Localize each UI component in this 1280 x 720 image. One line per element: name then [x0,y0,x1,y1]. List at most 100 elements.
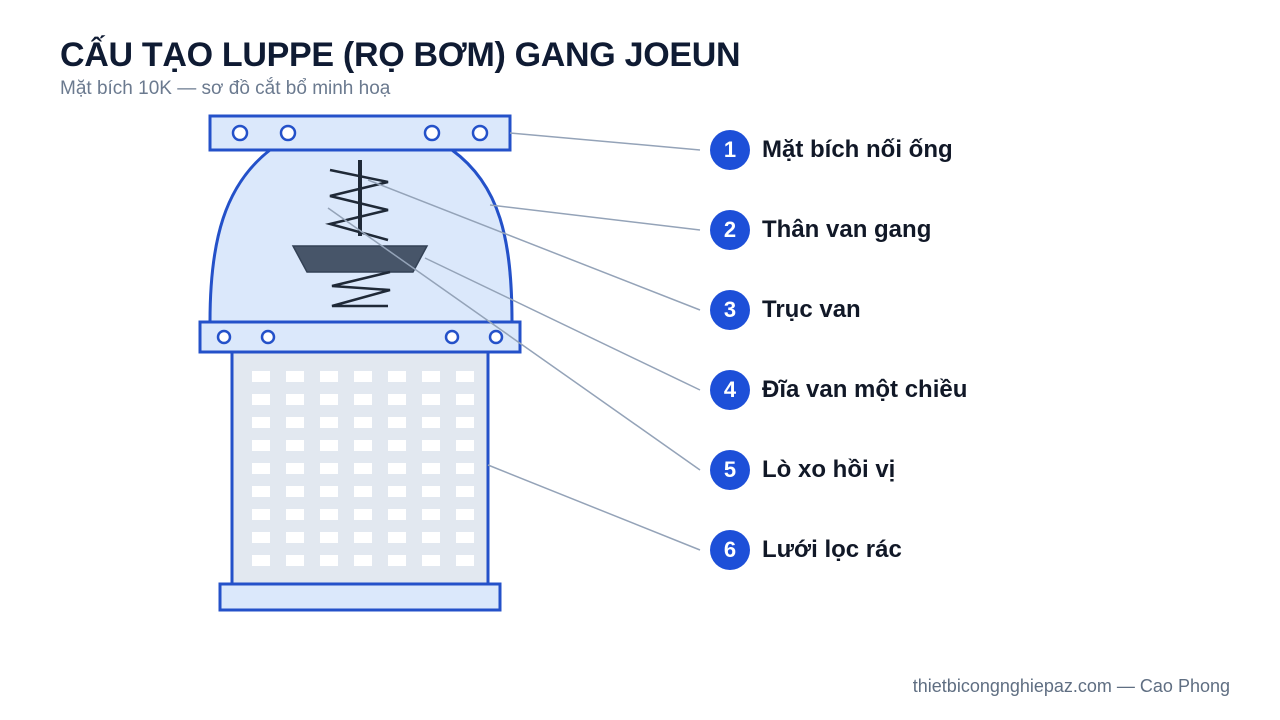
legend-label: Lò xo hồi vị [762,456,896,483]
top-flange [208,114,512,152]
bolt-hole [260,329,276,345]
legend-label: Lưới lọc rác [762,536,902,563]
screen-hole [320,440,338,451]
legend-label: Trục van [762,296,861,323]
number-badge: 4 [710,370,750,410]
bolt-hole [471,124,489,142]
screen-hole [422,440,440,451]
legend-item-3: 3 Trục van [710,290,861,330]
screen-hole [320,417,338,428]
screen-hole [320,509,338,520]
screen-hole [456,486,474,497]
legend-item-2: 2 Thân van gang [710,210,931,250]
screen-hole [320,394,338,405]
screen-hole [388,394,406,405]
screen-hole [422,463,440,474]
screen-hole [422,371,440,382]
screen-hole [354,463,372,474]
screen-hole [252,509,270,520]
screen-hole [320,486,338,497]
screen-hole [354,509,372,520]
legend-label: Mặt bích nối ống [762,136,953,163]
screen-hole [252,532,270,543]
screen-hole [286,394,304,405]
screen-hole [286,555,304,566]
screen-hole [422,555,440,566]
page-title: CẤU TẠO LUPPE (RỌ BƠM) GANG JOEUN [60,36,741,74]
screen-hole [354,371,372,382]
screen-hole [252,486,270,497]
screen-hole [456,417,474,428]
leader-lines [327,132,701,551]
number-badge: 5 [710,450,750,490]
screen-hole [422,509,440,520]
valve-disc [291,245,429,273]
middle-flange-bolt-holes [216,329,504,345]
middle-flange [198,320,522,354]
screen-hole [422,486,440,497]
screen-hole [286,486,304,497]
leader-line-4 [424,257,701,391]
lower-spring [331,270,391,308]
screen-hole [354,394,372,405]
legend-label: Thân van gang [762,216,932,243]
legend-item-1: 1 Mặt bích nối ống [710,130,953,170]
screen-hole [388,440,406,451]
screen-hole [388,371,406,382]
leader-line-5 [327,207,701,471]
screen-holes [252,371,474,566]
screen-hole [388,417,406,428]
screen-hole [456,509,474,520]
screen-hole [354,440,372,451]
screen-hole [286,532,304,543]
legend-label: Đĩa van một chiều [762,376,968,403]
screen-hole [252,417,270,428]
screen-hole [354,532,372,543]
screen-hole [456,371,474,382]
screen-hole [286,440,304,451]
screen-hole [252,394,270,405]
number-badge: 2 [710,210,750,250]
screen-hole [422,394,440,405]
screen-hole [286,463,304,474]
legend-item-6: 6 Lưới lọc rác [710,530,902,570]
screen-hole [388,532,406,543]
number-badge: 6 [710,530,750,570]
screen-hole [320,532,338,543]
screen-hole [286,509,304,520]
number-badge: 3 [710,290,750,330]
screen-hole [354,417,372,428]
leader-line-6 [487,464,701,551]
screen-hole [456,440,474,451]
screen-hole [286,371,304,382]
screen-hole [456,555,474,566]
screen-hole [320,463,338,474]
screen-hole [456,463,474,474]
upper-spring [325,168,389,242]
bolt-hole [231,124,249,142]
screen-hole [422,532,440,543]
screen-hole [388,509,406,520]
number-badge: 1 [710,130,750,170]
page-subtitle: Mặt bích 10K — sơ đồ cắt bổ minh hoạ [60,78,391,99]
screen-hole [456,394,474,405]
leader-line-1 [509,132,701,151]
screen-hole [252,371,270,382]
legend-item-4: 4 Đĩa van một chiều [710,370,967,410]
footer-credit: thietbicongnghiepaz.com — Cao Phong [912,676,1230,696]
screen-hole [388,555,406,566]
top-flange-bolt-holes [231,124,489,142]
screen-hole [354,555,372,566]
screen-hole [422,417,440,428]
screen-hole [320,371,338,382]
screen-hole [456,532,474,543]
screen-hole [388,486,406,497]
bolt-hole [216,329,232,345]
screen-hole [252,555,270,566]
screen-hole [388,463,406,474]
bolt-hole [279,124,297,142]
bolt-hole [488,329,504,345]
screen-hole [320,555,338,566]
screen-hole [286,417,304,428]
